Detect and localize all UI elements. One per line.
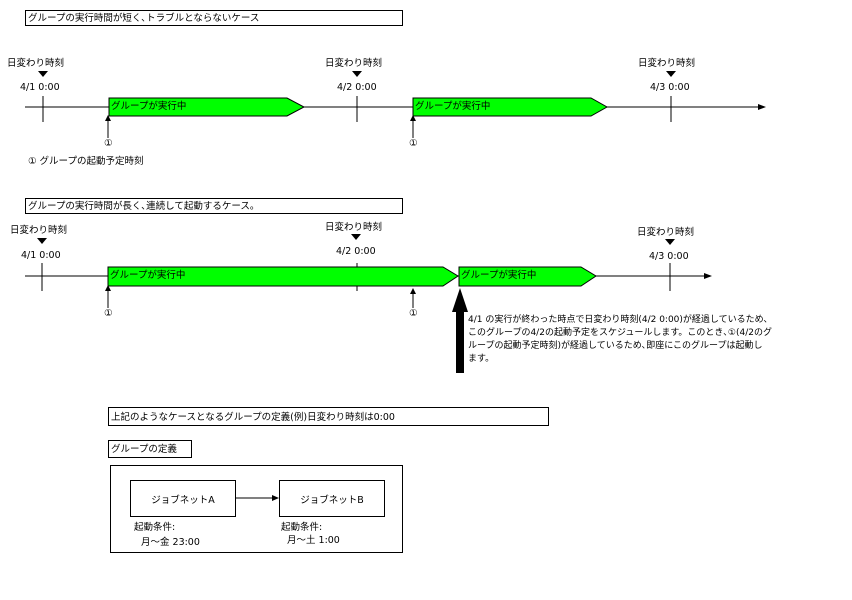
case1-title: グループの実行時間が短く､トラブルとならないケース [25,10,403,26]
day-change-time: 4/3 0:00 [649,251,689,262]
start-arrowhead [410,288,416,294]
run-bar [107,266,459,287]
marker-triangle [38,71,48,77]
day-change-time: 4/1 0:00 [20,82,60,93]
note-line: 4/1 の実行が終わった時点で日変わり時刻(4/2 0:00)が経過しているため… [468,315,769,325]
marker-triangle [351,234,361,240]
note-line: ループの起動予定時刻)が経過しているため､即座にこのグループは起動し [468,341,763,351]
group-definition-diagram [110,465,403,553]
day-change-caption: 日変わり時刻 [325,222,383,233]
day-change-caption: 日変わり時刻 [10,225,68,236]
timeline-2 [25,234,712,373]
callout-arrow [452,288,468,373]
definition-frame [110,465,403,553]
day-change-time: 4/3 0:00 [650,82,690,93]
run-bar [458,266,597,287]
case2-title: グループの実行時間が長く､連続して起動するケース。 [25,198,403,214]
jobnet-a-condition-value: 月～金 23:00 [141,537,200,548]
start-mark: ① [409,138,418,149]
start-mark: ① [104,138,113,149]
jobnet-b-condition-label: 起動条件: [281,522,323,533]
jobnet-b-box: ジョブネットB [279,480,385,517]
run-bar-label: グループが実行中 [111,101,187,112]
run-bar [108,97,306,117]
note-line: ます。 [468,354,495,364]
axis-arrowhead [758,104,766,110]
run-bar-label: グループが実行中 [461,270,537,281]
jobnet-b-condition-value: 月～土 1:00 [287,535,340,546]
explanation-note: 4/1 の実行が終わった時点で日変わり時刻(4/2 0:00)が経過しているため… [468,314,772,366]
marker-triangle [352,71,362,77]
start-arrowhead [105,115,111,121]
day-change-caption: 日変わり時刻 [325,58,383,69]
run-bar [412,97,609,117]
group-definition-title: グループの定義 [108,440,192,458]
jobnet-a-box: ジョブネットA [130,480,236,517]
connector-arrowhead [272,495,279,501]
day-change-time: 4/2 0:00 [337,82,377,93]
marker-triangle [37,238,47,244]
start-mark-legend: ① グループの起動予定時刻 [28,156,144,167]
day-change-time: 4/1 0:00 [21,250,61,261]
note-line: このグループの4/2の起動予定をスケジュールします。このとき､①(4/2のグ [468,328,772,338]
start-arrowhead [410,115,416,121]
marker-triangle [665,239,675,245]
timeline-1 [25,71,766,138]
definition-example-title: 上記のようなケースとなるグループの定義(例)日変わり時刻は0:00 [108,407,549,426]
run-bar-label: グループが実行中 [415,101,491,112]
axis-arrowhead [704,273,712,279]
day-change-caption: 日変わり時刻 [638,58,696,69]
start-arrowhead [105,285,111,291]
day-change-caption: 日変わり時刻 [7,58,65,69]
day-change-time: 4/2 0:00 [336,246,376,257]
jobnet-a-condition-label: 起動条件: [134,522,176,533]
start-mark: ① [104,308,113,319]
marker-triangle [666,71,676,77]
run-bar-label: グループが実行中 [110,270,186,281]
day-change-caption: 日変わり時刻 [637,227,695,238]
start-mark: ① [409,308,418,319]
